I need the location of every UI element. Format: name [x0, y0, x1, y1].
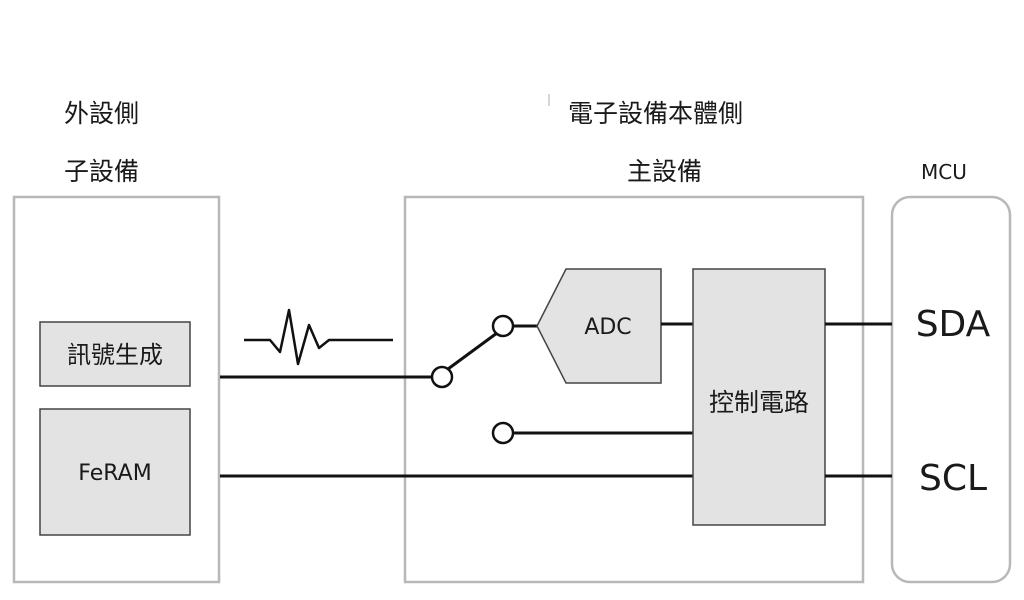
- main-device-frame: [403, 195, 865, 584]
- mcu-frame: [890, 195, 1012, 584]
- sub-device-frame: [12, 195, 221, 584]
- main-device-label: 主設備: [627, 157, 703, 186]
- external-side-label: 外設側: [64, 99, 140, 128]
- feram-text: FeRAM: [78, 461, 151, 486]
- switch-pivot: [430, 365, 454, 389]
- mcu-label: MCU: [921, 160, 967, 184]
- signal-gen-text: 訊號生成: [67, 341, 163, 369]
- adc-block: [536, 268, 662, 384]
- signal-gen-block: [39, 321, 191, 387]
- control-circuit-block: [692, 268, 826, 526]
- sda-pin-text: SDA: [916, 304, 991, 345]
- switch-contact-adc: [491, 314, 515, 338]
- sub-device-label: 子設備: [64, 157, 140, 186]
- feram-block: [39, 408, 191, 536]
- noise-squiggle: [244, 308, 393, 366]
- body-side-label: 電子設備本體側: [568, 99, 744, 128]
- scl-pin-text: SCL: [919, 458, 987, 499]
- switch-arm: [447, 331, 498, 371]
- control-circuit-text: 控制電路: [709, 388, 809, 417]
- switch-contact-lower: [491, 421, 515, 445]
- adc-text: ADC: [584, 315, 631, 340]
